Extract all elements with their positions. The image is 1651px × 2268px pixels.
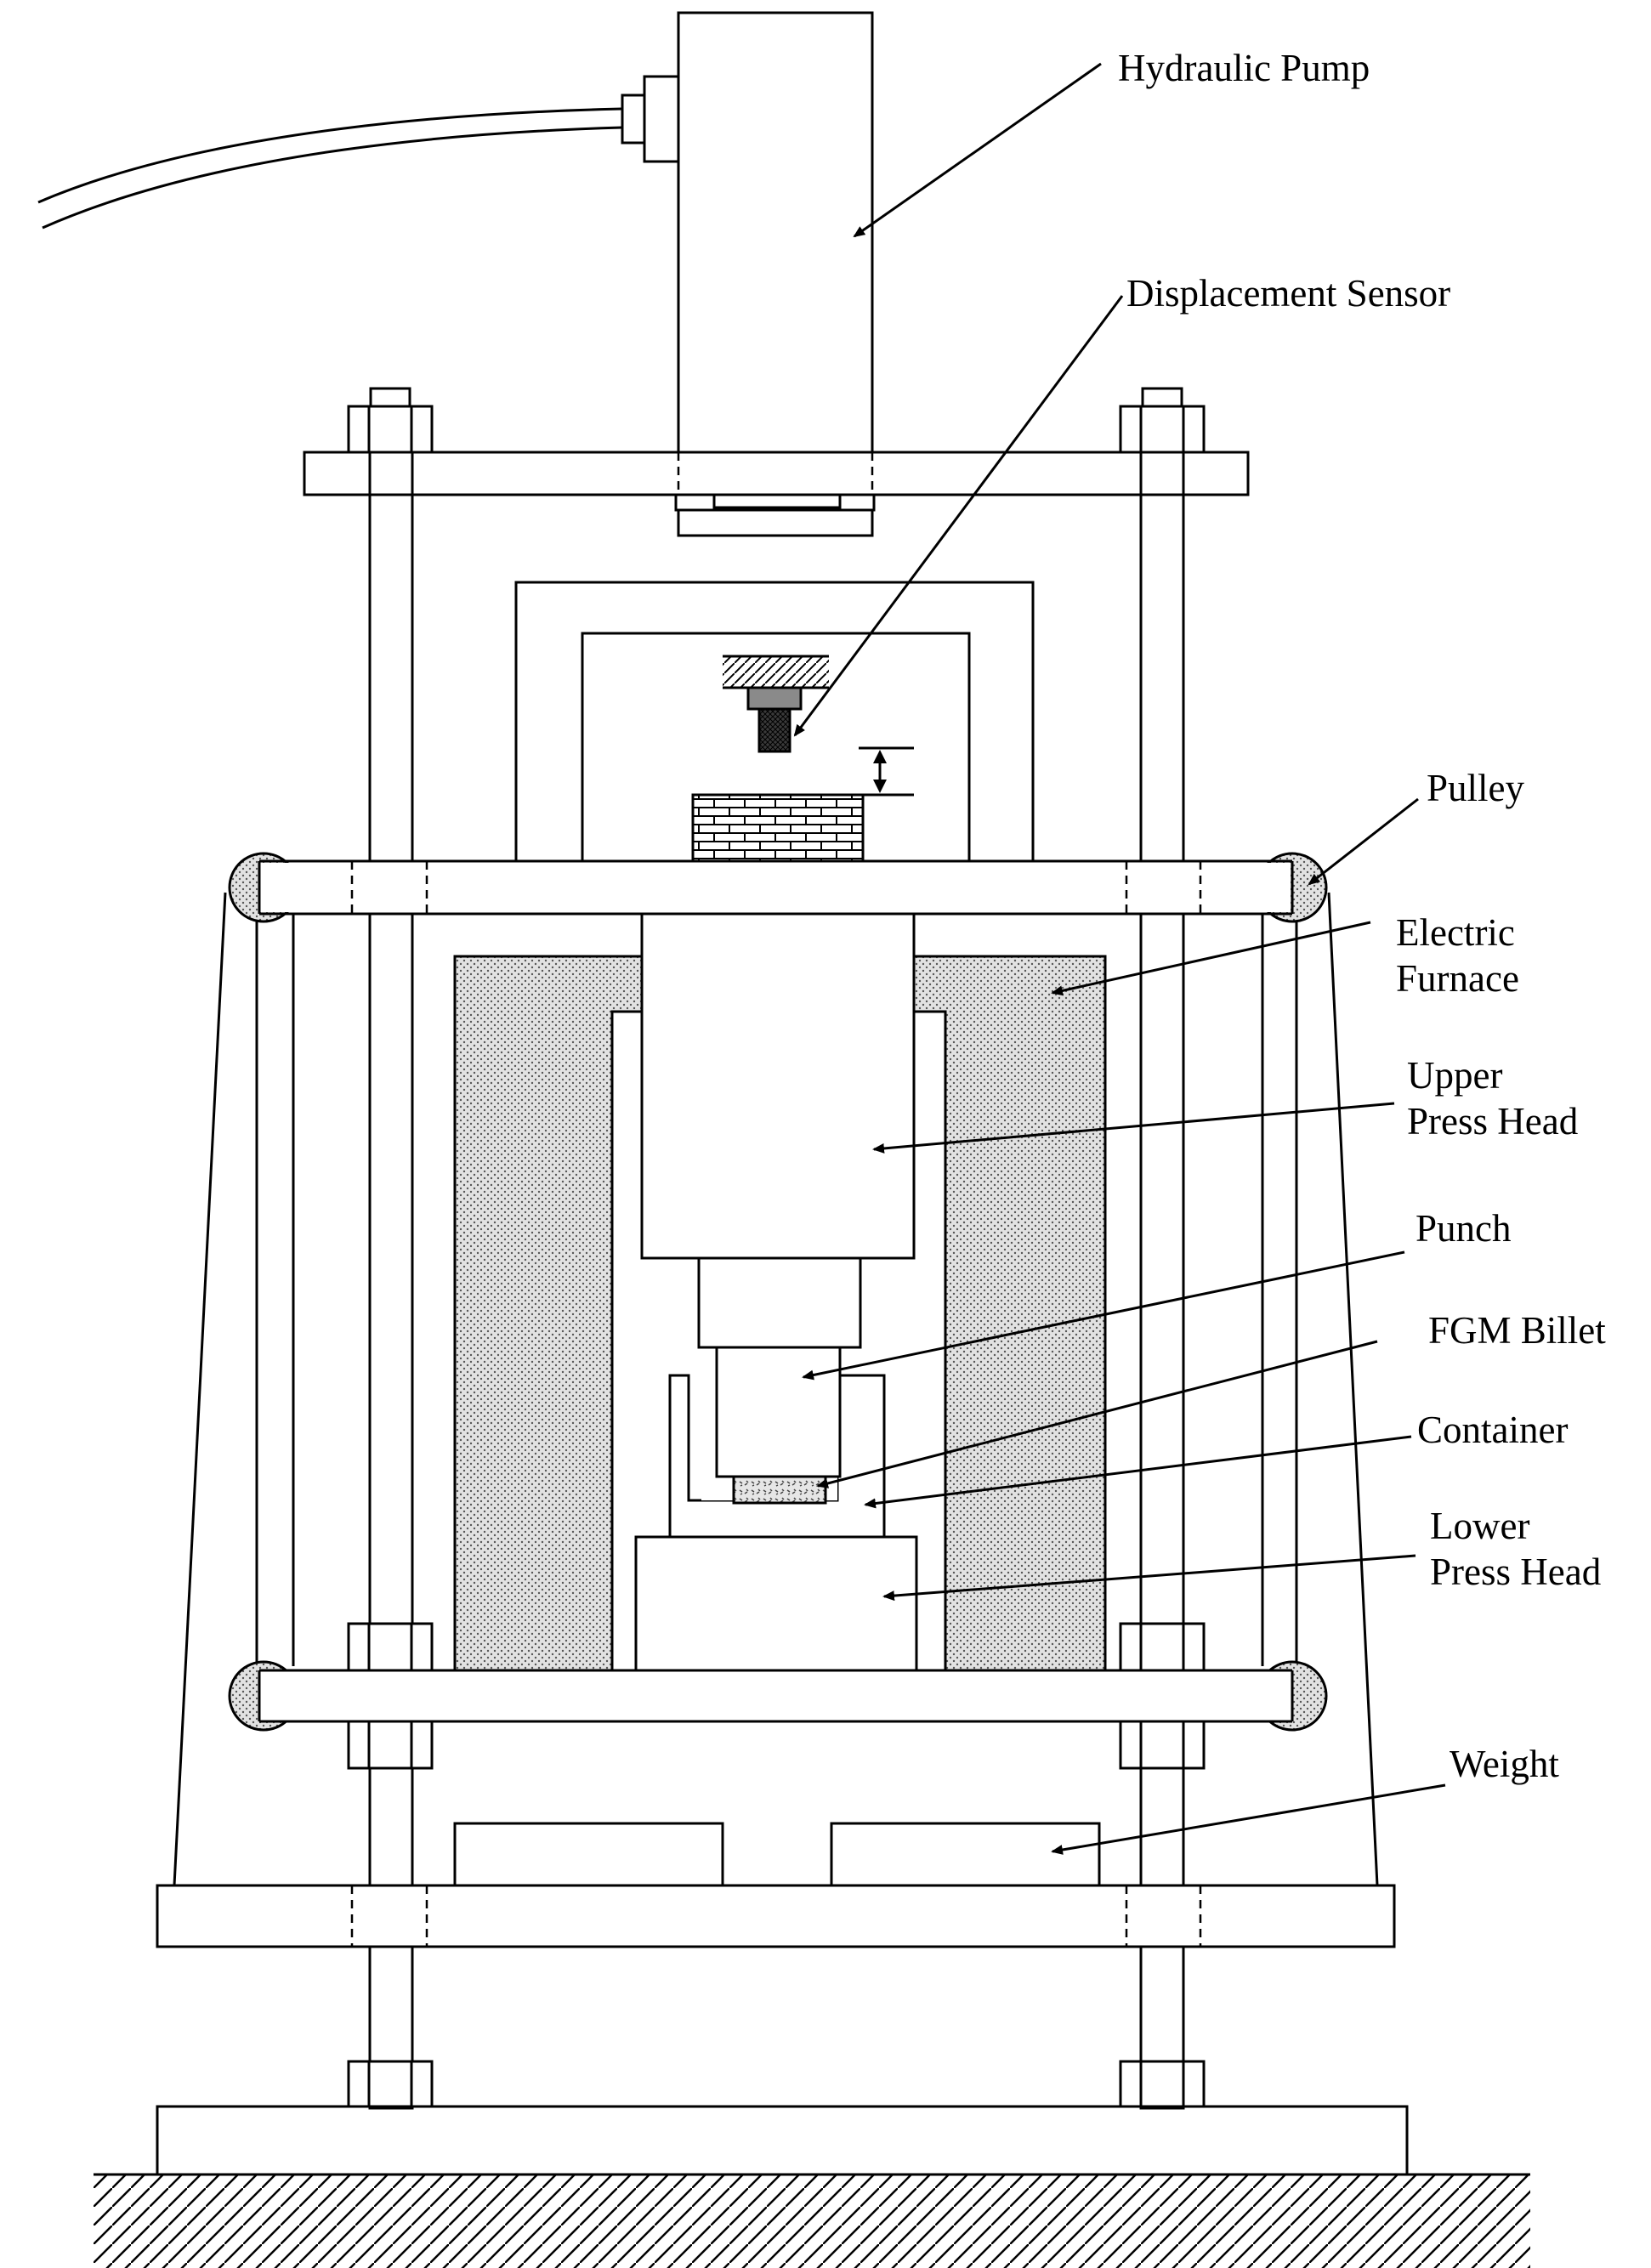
- pulley-upper-left: [228, 852, 306, 923]
- base-plate: [156, 2105, 1409, 2176]
- label-pulley: Pulley: [1427, 767, 1525, 809]
- nut-bottom-left: [347, 2060, 434, 2108]
- label-punch: Punch: [1416, 1207, 1512, 1250]
- label-displacement-sensor: Displacement Sensor: [1126, 272, 1450, 315]
- displacement-sensor: [723, 655, 829, 753]
- gap-dimension-arrow: [859, 746, 914, 797]
- label-upper-press-head-line2: Press Head: [1407, 1100, 1578, 1143]
- pulley-cable: [173, 892, 1379, 1886]
- sensor-target-block: [691, 793, 865, 863]
- hydraulic-hose: [37, 107, 623, 230]
- lower-moving-plate: [258, 1669, 1294, 1723]
- tie-rod-right: [1139, 440, 1185, 2110]
- label-lower-press-head-line2: Press Head: [1430, 1551, 1601, 1593]
- upper-press-head: [640, 912, 916, 1260]
- nut-top-left: [347, 387, 434, 454]
- hydraulic-pump: [621, 11, 876, 537]
- label-lower-press-head-line1: Lower: [1430, 1505, 1529, 1547]
- label-hydraulic-pump: Hydraulic Pump: [1118, 47, 1370, 89]
- label-upper-press-head-line1: Upper: [1407, 1054, 1502, 1097]
- weight-left: [453, 1822, 724, 1887]
- nut-bottom-right: [1119, 2060, 1206, 2108]
- label-electric-furnace-line1: Electric: [1396, 911, 1515, 954]
- label-container: Container: [1417, 1409, 1568, 1451]
- nut-top-right: [1119, 387, 1206, 454]
- leader-arrows: [793, 62, 1446, 1855]
- nut-middle-left: [347, 1622, 434, 1770]
- punch: [715, 1346, 842, 1478]
- tie-rod-left: [368, 440, 414, 2110]
- lower-fixed-plate: [156, 1884, 1396, 1948]
- label-fgm-billet: FGM Billet: [1428, 1309, 1606, 1352]
- upper-press-head-neck: [697, 1256, 862, 1349]
- ground: [94, 2173, 1530, 2268]
- fgm-billet: [732, 1475, 827, 1505]
- weight-right: [830, 1822, 1101, 1887]
- lower-press-head: [634, 1535, 918, 1672]
- top-plate: [303, 451, 1250, 496]
- pulley-upper-right: [1245, 852, 1328, 923]
- label-weight: Weight: [1450, 1743, 1559, 1785]
- upper-moving-plate: [258, 859, 1294, 916]
- label-electric-furnace-line2: Furnace: [1396, 957, 1519, 1000]
